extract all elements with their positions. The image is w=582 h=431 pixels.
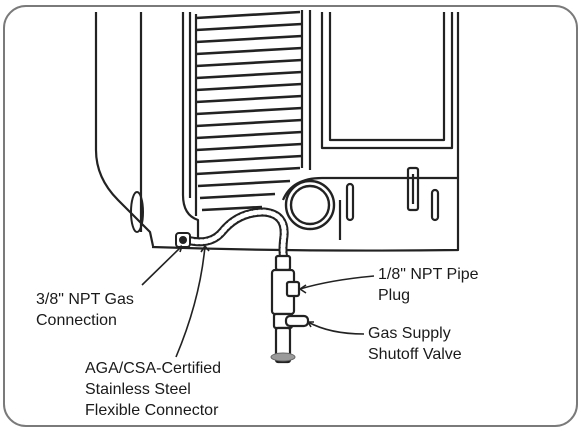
exhaust-port bbox=[286, 181, 334, 229]
callout-flexible-connector-line-2: Stainless Steel bbox=[85, 379, 221, 400]
gas-connection-fitting bbox=[176, 233, 190, 247]
callout-shutoff-valve: Gas Supply Shutoff Valve bbox=[368, 323, 462, 365]
pipe-plug bbox=[287, 282, 299, 296]
callout-shutoff-valve-line-2: Shutoff Valve bbox=[368, 344, 462, 365]
callout-gas-connection-line-1: 3/8" NPT Gas bbox=[36, 289, 134, 310]
callout-shutoff-valve-line-1: Gas Supply bbox=[368, 323, 462, 344]
shutoff-valve-handle bbox=[286, 316, 308, 326]
callout-pipe-plug-line-1: 1/8" NPT Pipe bbox=[378, 264, 479, 285]
callout-flexible-connector-line-3: Flexible Connector bbox=[85, 400, 221, 421]
callout-gas-connection-line-2: Connection bbox=[36, 310, 134, 331]
callout-gas-connection: 3/8" NPT Gas Connection bbox=[36, 289, 134, 331]
callout-flexible-connector: AGA/CSA-Certified Stainless Steel Flexib… bbox=[85, 358, 221, 421]
callout-pipe-plug-line-2: Plug bbox=[378, 285, 479, 306]
pipe-shadow bbox=[271, 353, 295, 361]
callout-pipe-plug: 1/8" NPT Pipe Plug bbox=[378, 264, 479, 306]
callout-flexible-connector-line-1: AGA/CSA-Certified bbox=[85, 358, 221, 379]
